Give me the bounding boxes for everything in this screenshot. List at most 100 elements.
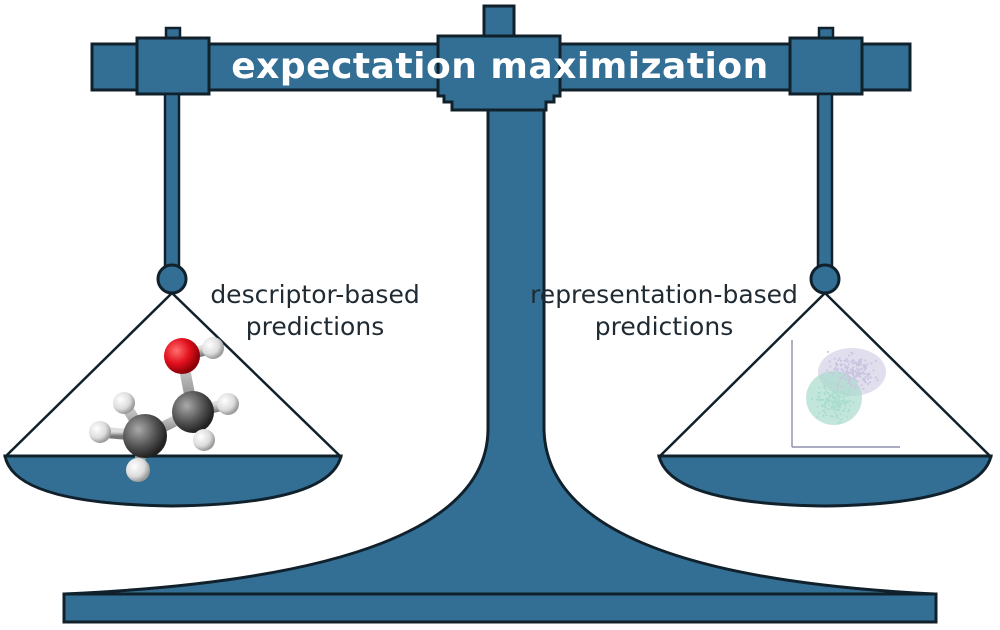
scatter-point xyxy=(847,382,850,384)
scatter-point xyxy=(833,403,835,406)
scatter-point xyxy=(849,404,852,407)
scatter-point xyxy=(831,415,833,418)
scatter-point xyxy=(848,379,851,382)
carbon-atom xyxy=(172,391,214,433)
scatter-point xyxy=(852,371,855,374)
scatter-point xyxy=(833,409,835,411)
scatter-point xyxy=(851,359,854,362)
scatter-point xyxy=(843,391,846,394)
scatter-point xyxy=(858,374,861,377)
scatter-point xyxy=(840,360,842,362)
scatter-point xyxy=(833,407,836,410)
scatter-point xyxy=(846,400,848,402)
scatter-point xyxy=(839,413,842,416)
scatter-point xyxy=(844,372,846,375)
scatter-point xyxy=(845,359,847,362)
scatter-point xyxy=(823,386,825,389)
scatter-point xyxy=(827,397,830,400)
scatter-point xyxy=(817,392,820,395)
scatter-point xyxy=(833,397,836,400)
scatter-point xyxy=(867,383,869,385)
scatter-plot-thumbnail xyxy=(791,340,900,448)
scatter-point xyxy=(832,392,834,395)
scatter-point xyxy=(862,387,865,390)
scatter-point xyxy=(850,351,853,354)
scatter-point xyxy=(826,369,828,372)
scatter-point xyxy=(830,406,833,408)
scatter-point xyxy=(823,392,826,394)
scatter-point xyxy=(845,402,848,404)
scatter-point xyxy=(835,405,838,407)
base-plate xyxy=(62,592,938,624)
scatter-point xyxy=(864,376,867,379)
scatter-point xyxy=(856,380,859,383)
scatter-point xyxy=(870,362,873,365)
scatter-point xyxy=(856,373,858,375)
scatter-point xyxy=(843,399,845,401)
scatter-point xyxy=(837,359,840,362)
scatter-point xyxy=(818,398,821,401)
scatter-point xyxy=(847,378,850,381)
scatter-point xyxy=(811,398,813,400)
scatter-point xyxy=(842,370,845,372)
scatter-point xyxy=(826,379,829,382)
scatter-point xyxy=(833,368,836,371)
scatter-point xyxy=(829,415,832,417)
scatter-point xyxy=(838,399,841,402)
right-beam-clamp xyxy=(788,36,864,96)
scatter-point xyxy=(863,378,866,381)
scatter-point xyxy=(843,360,846,362)
scatter-point xyxy=(819,398,822,401)
scatter-point xyxy=(842,392,844,395)
scatter-point xyxy=(828,360,831,363)
scatter-point xyxy=(850,361,853,363)
scatter-point xyxy=(858,371,861,374)
scatter-point xyxy=(843,400,845,403)
scatter-point xyxy=(855,379,857,382)
scatter-point xyxy=(850,369,853,372)
scatter-point xyxy=(861,372,864,375)
scatter-point xyxy=(844,378,847,380)
scatter-point xyxy=(852,366,855,369)
scatter-point xyxy=(824,406,827,408)
scatter-point xyxy=(844,366,846,369)
scatter-point xyxy=(834,398,837,400)
scatter-point xyxy=(846,370,848,372)
scatter-point xyxy=(856,367,858,370)
scatter-point xyxy=(817,396,820,399)
scatter-point xyxy=(824,411,827,414)
scatter-point xyxy=(831,401,833,404)
scatter-point xyxy=(864,367,867,370)
scatter-point xyxy=(836,393,838,396)
scatter-point xyxy=(863,366,866,369)
scatter-point xyxy=(840,386,843,388)
scatter-point xyxy=(835,362,837,365)
scatter-point xyxy=(842,376,844,379)
scatter-point xyxy=(822,415,825,417)
scatter-point xyxy=(840,363,843,366)
scatter-point xyxy=(818,395,820,398)
hydrogen-atom xyxy=(217,393,239,415)
scatter-point xyxy=(837,401,840,403)
scatter-point xyxy=(826,408,829,410)
scatter-point xyxy=(818,386,820,389)
scatter-point xyxy=(872,369,875,372)
scatter-point xyxy=(852,359,855,362)
scatter-point xyxy=(860,372,862,375)
scatter-point xyxy=(828,408,831,411)
right-pan-bowl xyxy=(657,454,993,508)
scatter-point xyxy=(857,364,860,366)
scatter-point xyxy=(846,394,849,397)
oxygen-atom xyxy=(164,338,200,374)
scatter-point xyxy=(853,361,856,364)
scatter-point xyxy=(834,367,837,369)
scatter-point xyxy=(832,402,835,404)
scatter-point xyxy=(829,365,832,368)
scatter-point xyxy=(834,406,837,409)
scatter-point xyxy=(831,394,834,396)
scatter-point xyxy=(842,409,845,412)
scatter-point xyxy=(856,364,858,367)
scatter-point xyxy=(836,387,839,389)
scatter-point xyxy=(840,376,843,379)
scatter-point xyxy=(834,415,837,418)
